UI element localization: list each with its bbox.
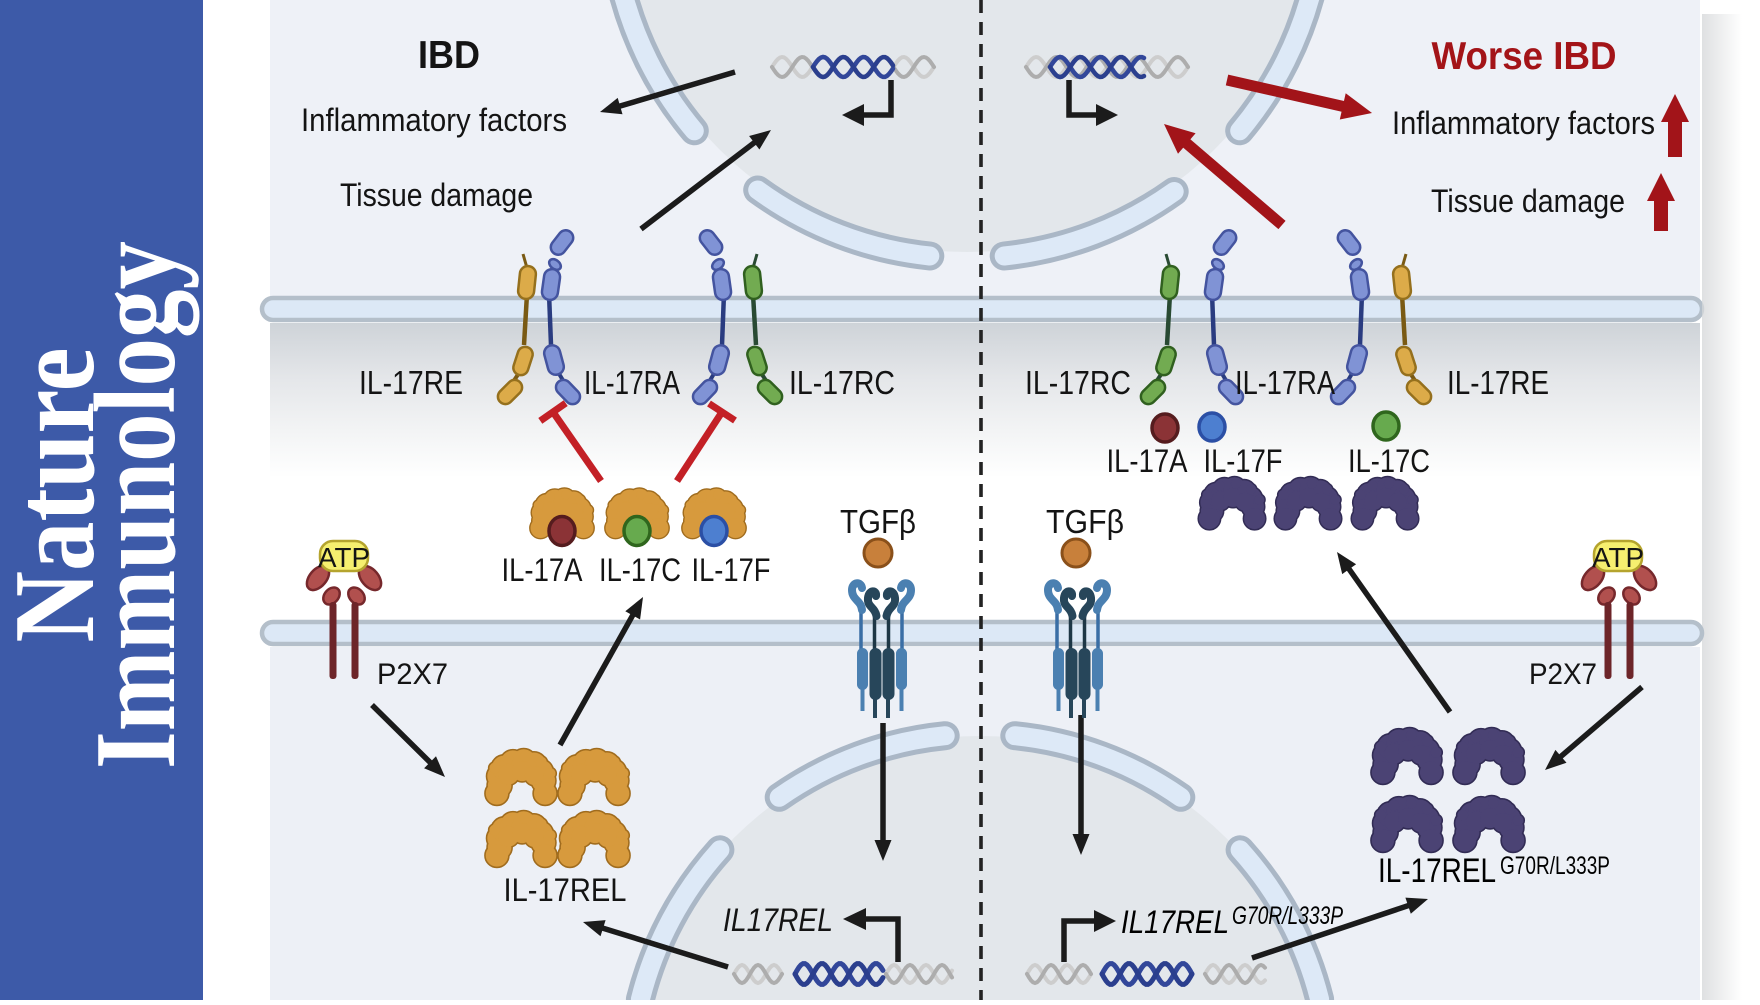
- svg-text:IL-17F: IL-17F: [1204, 443, 1283, 479]
- svg-text:Tissue damage: Tissue damage: [1431, 183, 1625, 219]
- svg-text:IL-17RC: IL-17RC: [789, 364, 895, 401]
- svg-text:P2X7: P2X7: [377, 658, 448, 691]
- svg-text:IL-17REL: IL-17REL: [504, 872, 627, 908]
- svg-text:Immunology: Immunology: [72, 241, 199, 769]
- svg-text:G70R/L333P: G70R/L333P: [1232, 902, 1343, 930]
- svg-text:IL17REL: IL17REL: [1121, 904, 1229, 940]
- svg-text:IL-17REL: IL-17REL: [1378, 852, 1496, 890]
- svg-text:Worse IBD: Worse IBD: [1432, 35, 1617, 78]
- svg-text:IL-17F: IL-17F: [692, 552, 771, 588]
- svg-text:IL-17RE: IL-17RE: [359, 364, 463, 401]
- svg-text:Tissue damage: Tissue damage: [340, 177, 533, 213]
- svg-text:TGFβ: TGFβ: [1046, 503, 1124, 540]
- svg-text:IL-17RA: IL-17RA: [584, 364, 680, 401]
- svg-text:IBD: IBD: [418, 34, 480, 77]
- svg-text:IL-17A: IL-17A: [502, 552, 584, 588]
- svg-text:ATP: ATP: [318, 542, 370, 573]
- svg-text:Inflammatory factors: Inflammatory factors: [301, 102, 567, 138]
- svg-text:Nature: Nature: [0, 348, 118, 643]
- svg-text:IL-17RC: IL-17RC: [1025, 364, 1131, 401]
- svg-text:IL-17A: IL-17A: [1107, 443, 1189, 479]
- svg-text:P2X7: P2X7: [1529, 658, 1597, 691]
- svg-text:IL-17C: IL-17C: [1348, 443, 1430, 479]
- svg-text:IL-17C: IL-17C: [599, 552, 681, 588]
- svg-text:IL-17RE: IL-17RE: [1447, 364, 1549, 401]
- svg-text:IL17REL: IL17REL: [723, 902, 833, 938]
- svg-text:IL-17RA: IL-17RA: [1235, 364, 1335, 401]
- svg-text:G70R/L333P: G70R/L333P: [1500, 852, 1610, 880]
- svg-text:Inflammatory factors: Inflammatory factors: [1392, 105, 1655, 141]
- svg-text:TGFβ: TGFβ: [840, 503, 916, 540]
- svg-text:ATP: ATP: [1592, 542, 1644, 573]
